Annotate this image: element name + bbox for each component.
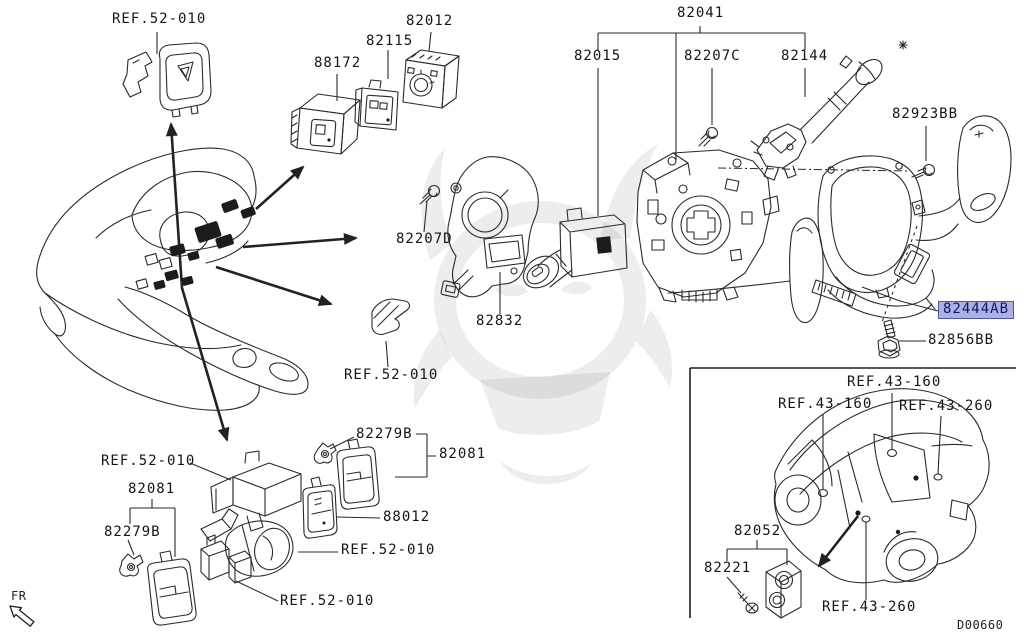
part-label-82015: 82015 xyxy=(574,48,622,64)
bezel-ref52-sketch xyxy=(371,298,410,335)
part-label-82081-right: 82081 xyxy=(439,446,487,462)
part-label-82115: 82115 xyxy=(366,33,414,49)
clockspring-82832-sketch xyxy=(440,156,539,298)
part-label-88012: 88012 xyxy=(383,509,431,525)
part-label-82923bb: 82923BB xyxy=(892,106,959,122)
part-label-82052: 82052 xyxy=(734,523,782,539)
part-label-82081-left: 82081 xyxy=(128,481,176,497)
drawing-code: D00660 xyxy=(957,618,1004,632)
car-body-sketch xyxy=(773,388,990,584)
part-label-82144: 82144 xyxy=(781,48,829,64)
switch-82115-sketch xyxy=(354,79,399,131)
bolt-82856bb-sketch xyxy=(877,319,901,359)
part-label-82279b-left: 82279B xyxy=(104,524,161,540)
switch-82015-sketch xyxy=(522,207,628,289)
part-label-82279b-right: 82279B xyxy=(356,426,413,442)
part-label-82856bb: 82856BB xyxy=(928,332,995,348)
ref-label-52-010-knob: REF.52-010 xyxy=(341,542,436,558)
switch-cluster-sketch xyxy=(119,438,380,626)
ref-label-43-260-bottom: REF.43-260 xyxy=(822,599,917,615)
part-label-82221: 82221 xyxy=(704,560,752,576)
ref-label-52-010-bezel: REF.52-010 xyxy=(344,367,439,383)
ref-label-52-010-connector: REF.52-010 xyxy=(101,453,196,469)
ref-label-43-160-left: REF.43-160 xyxy=(778,396,873,412)
sensor-82052-sketch xyxy=(765,560,802,619)
ref-label-52-010-bottom: REF.52-010 xyxy=(280,593,375,609)
part-label-82041: 82041 xyxy=(677,5,725,21)
part-label-82444ab-highlighted[interactable]: 82444AB xyxy=(938,301,1015,320)
part-label-82832: 82832 xyxy=(476,313,524,329)
hazard-switch-sketch xyxy=(122,42,212,118)
watermark-emblem xyxy=(413,144,672,485)
screw-82221-sketch xyxy=(737,592,759,614)
part-label-88172: 88172 xyxy=(314,55,362,71)
part-label-82012: 82012 xyxy=(406,13,454,29)
part-label-82207c: 82207C xyxy=(684,48,741,64)
stalk-82144-sketch xyxy=(750,40,908,181)
screw-82207d-sketch xyxy=(419,184,441,205)
direction-arrows xyxy=(165,122,860,568)
part-label-82207d: 82207D xyxy=(396,231,453,247)
switch-88172-sketch xyxy=(290,93,361,155)
screw-82207c-sketch xyxy=(698,126,719,147)
screw-82923bb-sketch xyxy=(911,163,936,179)
switch-82012-sketch xyxy=(402,49,460,109)
fr-direction-arrow xyxy=(9,605,35,627)
garnish-82444ab-sketch xyxy=(789,115,1012,324)
ref-label-43-260-right: REF.43-260 xyxy=(899,398,994,414)
dashboard-sketch xyxy=(36,147,309,411)
leader-lines xyxy=(127,26,942,602)
ref-label-43-160-top: REF.43-160 xyxy=(847,374,942,390)
column-housing-82207c-sketch xyxy=(636,149,791,303)
inset-box xyxy=(689,367,1016,618)
ref-label-52-010-hazard: REF.52-010 xyxy=(112,11,207,27)
fr-orientation-label: FR xyxy=(11,589,27,603)
